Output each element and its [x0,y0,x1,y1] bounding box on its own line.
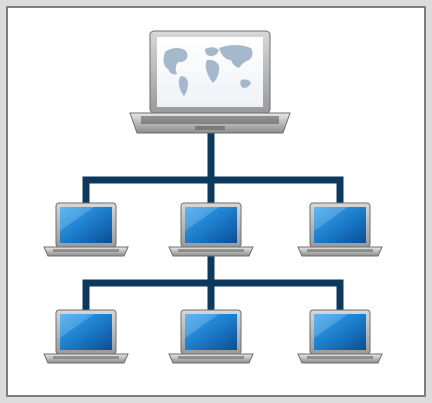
world-map-icon [163,45,253,96]
laptop-icon [43,202,129,257]
laptop-icon [168,202,254,257]
laptop-icon [297,202,383,257]
server-laptop-icon [129,30,291,134]
connector-lines [82,133,344,316]
laptop-icon [297,309,383,364]
laptop-icon [168,309,254,364]
client-laptops [43,202,383,364]
laptop-icon [43,309,129,364]
